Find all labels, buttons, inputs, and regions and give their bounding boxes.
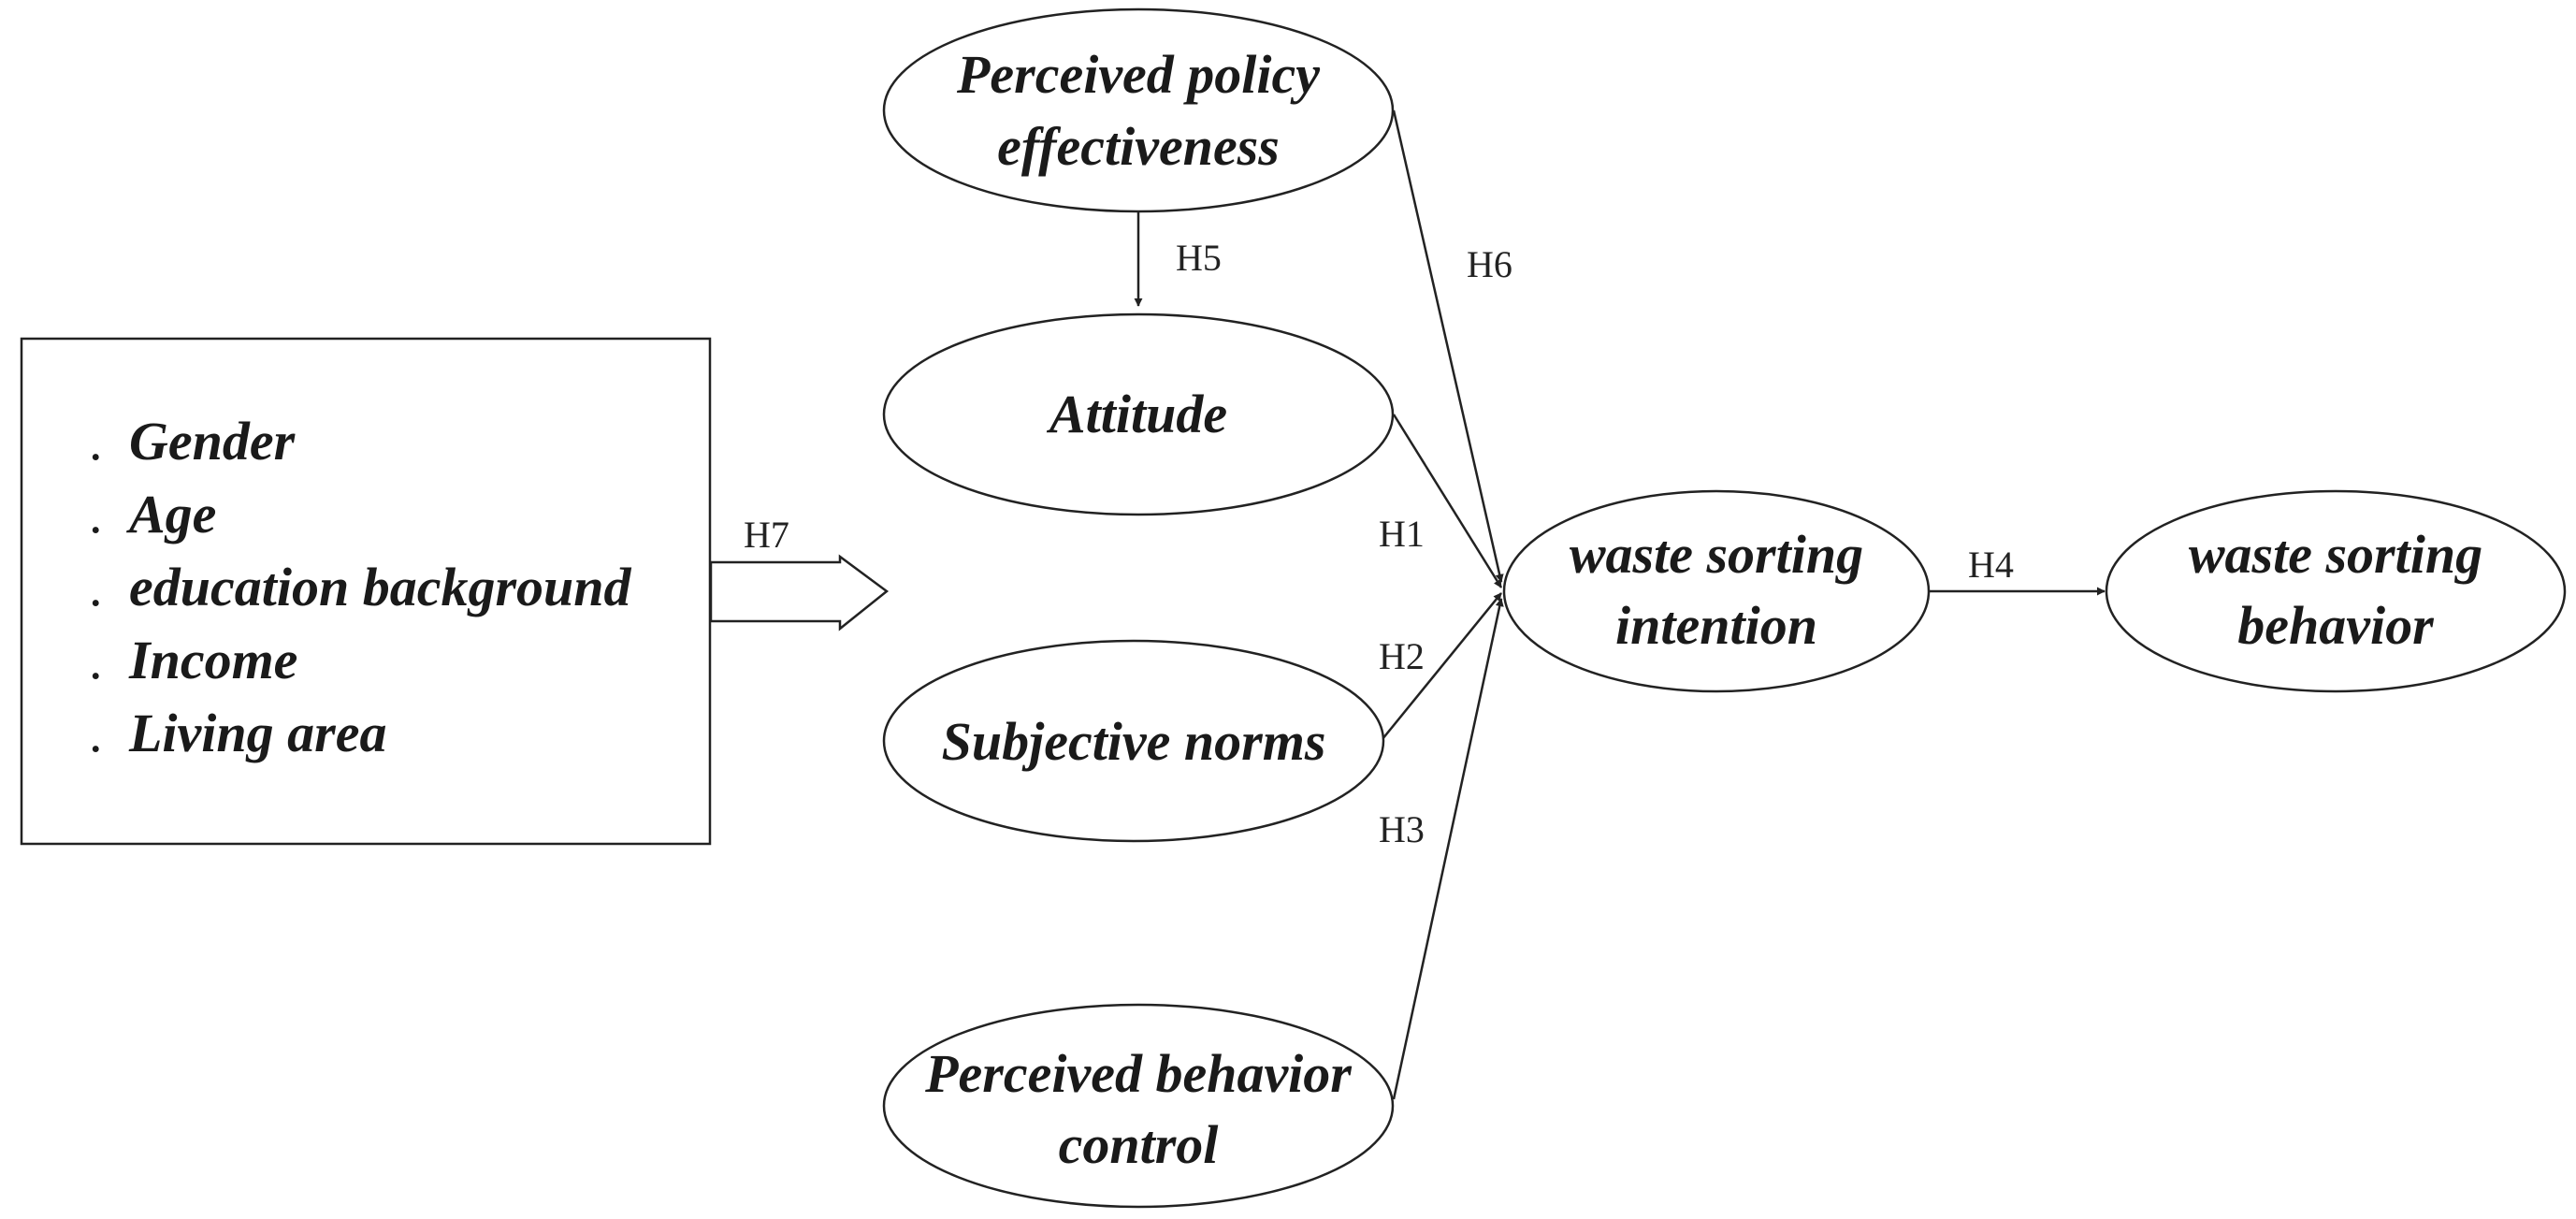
bullet-3: . (89, 557, 103, 617)
edge-norms-intention (1382, 592, 1502, 740)
hypothesis-label-h2: H2 (1379, 635, 1425, 677)
bullet-5: . (89, 703, 103, 763)
demographic-item-4: Income (128, 630, 297, 690)
bullet-1: . (89, 411, 103, 472)
bullet-2: . (89, 484, 103, 544)
edge-attitude-intention (1392, 414, 1503, 588)
demographics-box (20, 337, 712, 846)
edge-control-intention (1392, 598, 1504, 1100)
node-policy-label-line-2: effectiveness (997, 116, 1280, 177)
demographic-item-5: Living area (128, 703, 386, 763)
node-control-label-line-2: control (1059, 1114, 1220, 1175)
hypothesis-label-h6: H6 (1467, 243, 1512, 285)
hypothesis-label-h5: H5 (1176, 237, 1222, 279)
node-control-label-line-1: Perceived behavior (924, 1043, 1352, 1104)
demographic-item-2: Age (126, 484, 216, 544)
node-policy-effectiveness: Perceived policy effectiveness (882, 7, 1395, 213)
node-attitude-label: Attitude (1047, 384, 1227, 444)
demographic-item-3: education background (129, 557, 632, 617)
node-policy-label-line-1: Perceived policy (956, 44, 1320, 105)
demographic-item-1: Gender (129, 411, 296, 472)
edge-policy-intention (1392, 109, 1504, 583)
hypothesis-label-h1: H1 (1379, 513, 1425, 555)
node-behavior-label-line-2: behavior (2237, 595, 2434, 656)
node-attitude: Attitude (882, 312, 1395, 516)
node-waste-sorting-intention: waste sorting intention (1502, 489, 1931, 693)
node-subjective-norms: Subjective norms (882, 639, 1385, 843)
node-perceived-behavior-control: Perceived behavior control (882, 1003, 1395, 1209)
node-waste-sorting-behavior: waste sorting behavior (2105, 489, 2567, 693)
hypothesis-label-h7: H7 (744, 514, 789, 556)
demographics-list: . Gender . Age . education background . … (89, 411, 632, 763)
edge-demographics-model (709, 554, 890, 631)
bullet-4: . (89, 630, 103, 690)
node-norms-label: Subjective norms (942, 711, 1326, 772)
node-behavior-label-line-1: waste sorting (2189, 524, 2482, 585)
hypothesis-label-h3: H3 (1379, 808, 1425, 850)
node-intention-label-line-2: intention (1615, 595, 1817, 656)
hypothesis-label-h4: H4 (1968, 544, 2014, 586)
node-intention-label-line-1: waste sorting (1570, 524, 1863, 585)
